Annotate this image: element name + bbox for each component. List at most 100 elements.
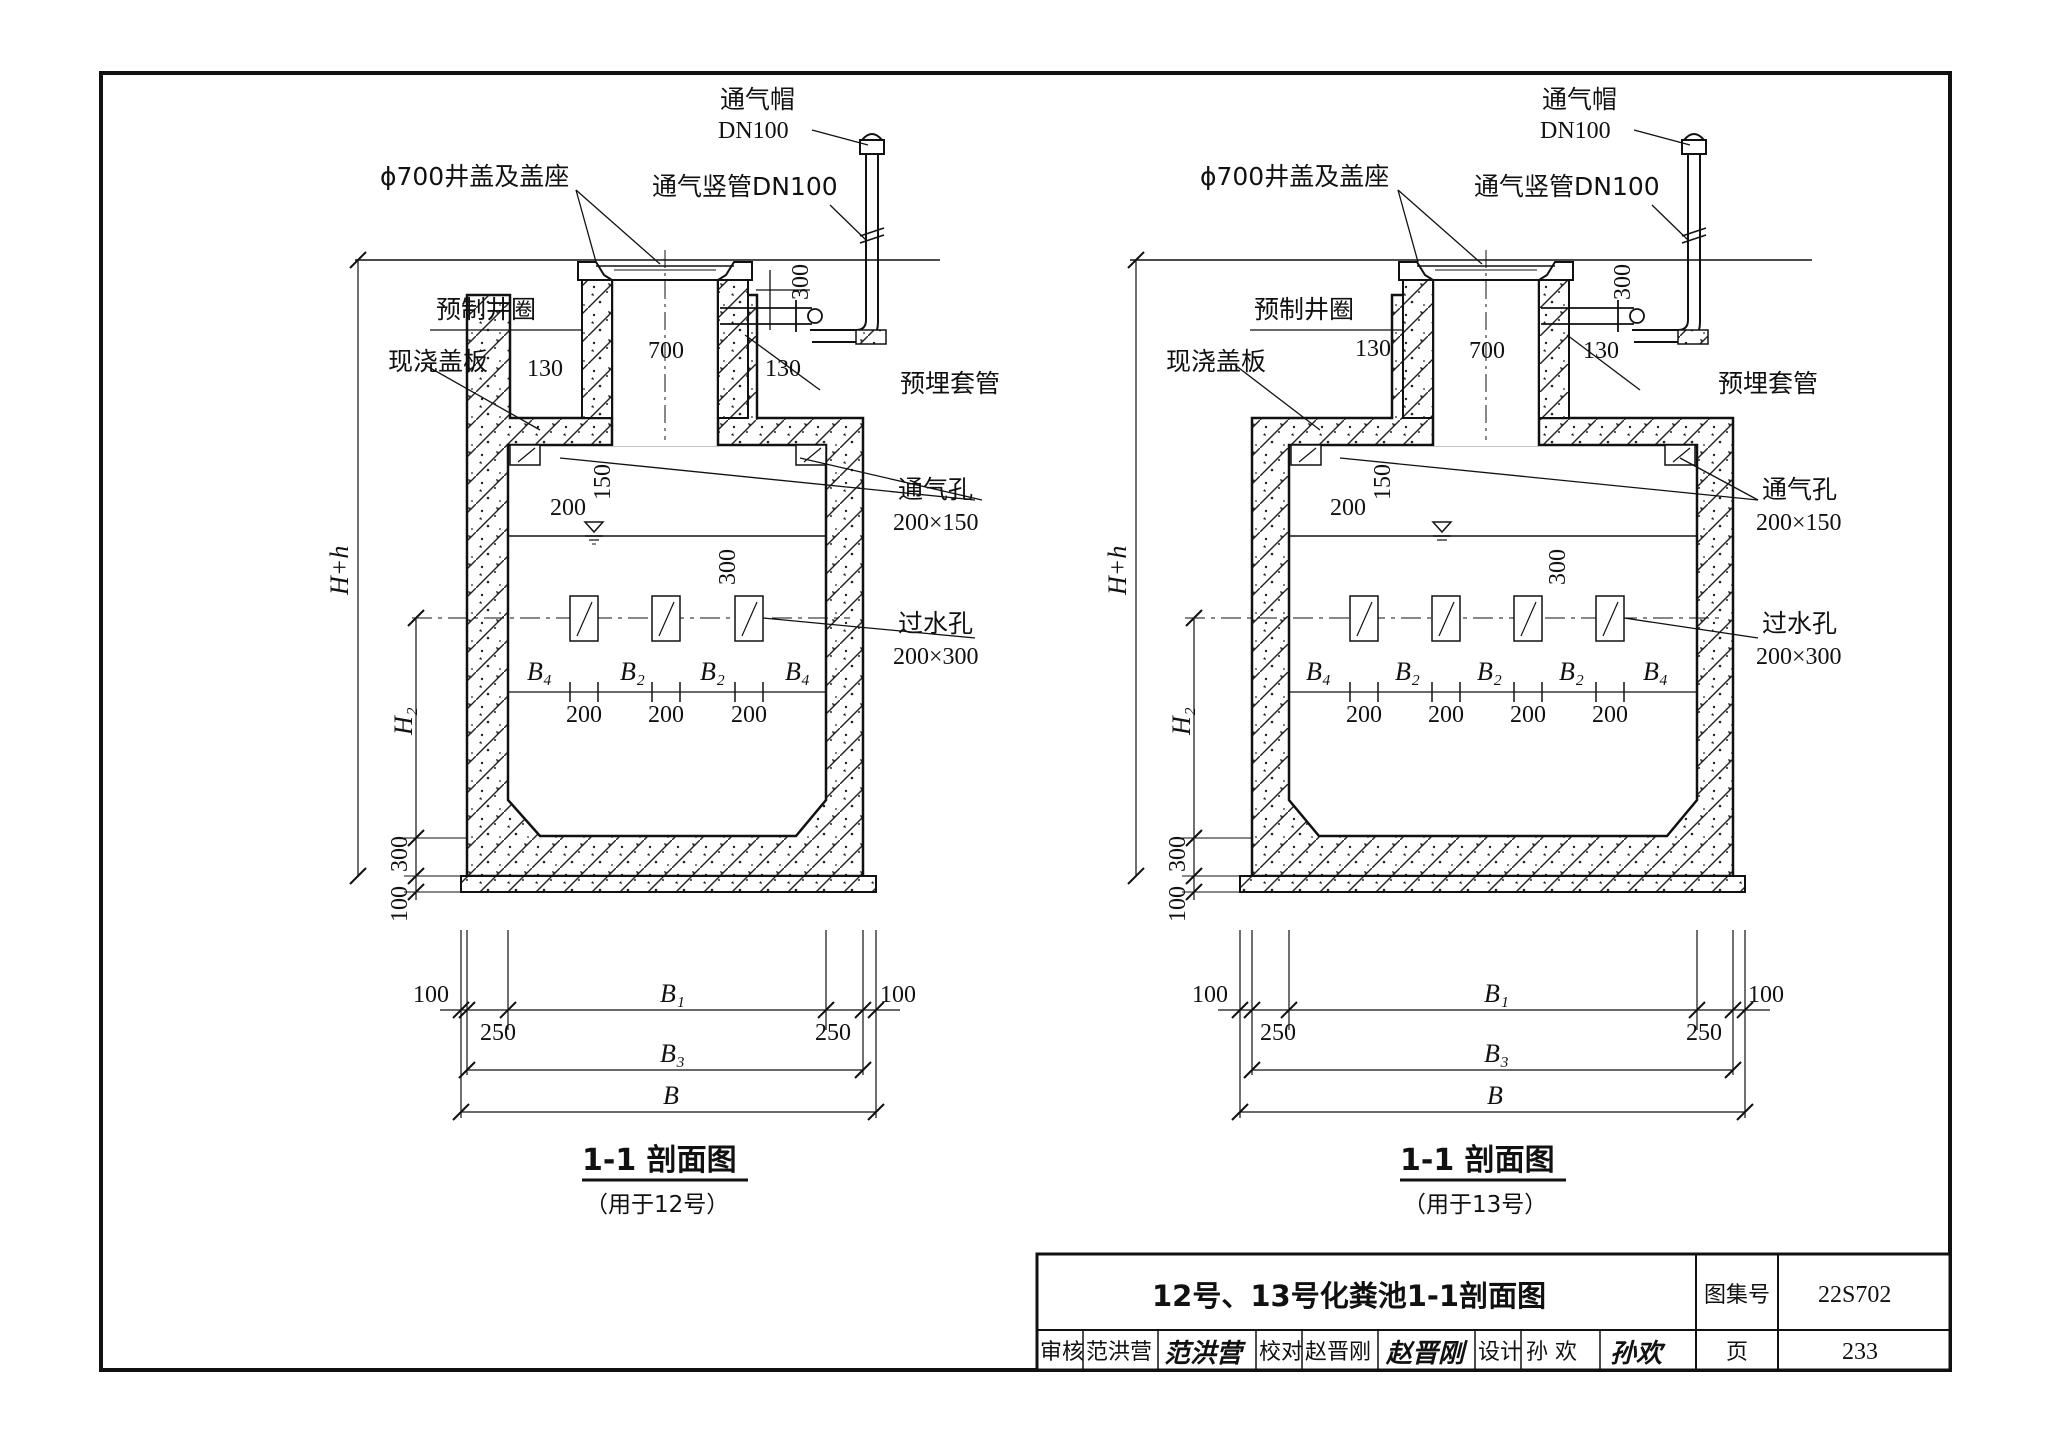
- dim-100-left: 100: [413, 982, 449, 1008]
- sleeve-label: 预埋套管: [1718, 369, 1818, 398]
- dim-b4-right: B₄: [785, 657, 810, 686]
- dim-h-total: H+h: [1103, 546, 1132, 596]
- dim-B3: B₃: [1484, 1039, 1509, 1068]
- dim-w1: 200: [566, 702, 602, 728]
- designer-signature: 孙欢: [1610, 1339, 1666, 1369]
- precast-ring-left: [1402, 279, 1434, 419]
- dim-150: 150: [590, 464, 616, 500]
- vent-hole-size: 200×150: [893, 510, 979, 536]
- dim-100-left: 100: [1192, 982, 1228, 1008]
- dim-h2: H₂: [389, 707, 418, 736]
- dim-250-right: 250: [1686, 1020, 1722, 1046]
- dim-B1: B₁: [660, 979, 685, 1008]
- vent-cap-dn: DN100: [718, 118, 789, 144]
- ring-label: 预制井圈: [436, 295, 536, 324]
- vent-cap-label: 通气帽: [1542, 85, 1617, 114]
- dim-b4-left: B₄: [527, 657, 552, 686]
- manhole-cover: [577, 261, 753, 281]
- dim-w3: 200: [731, 702, 767, 728]
- dim-300-top: 300: [1610, 264, 1636, 300]
- dim-w1: 200: [1346, 702, 1382, 728]
- slab-label: 现浇盖板: [1166, 347, 1266, 376]
- checker-label: 校对: [1259, 1340, 1303, 1365]
- atlas-label: 图集号: [1704, 1283, 1770, 1308]
- dim-B: B: [663, 1081, 679, 1110]
- dim-300-hole: 300: [715, 549, 741, 585]
- dim-700: 700: [648, 338, 684, 364]
- dim-700: 700: [1469, 338, 1505, 364]
- dim-300-bottom: 300: [387, 836, 413, 872]
- title-block: 12号、13号化粪池1-1剖面图 图集号 22S702 审核 范洪营 范洪营 校…: [1035, 1252, 1952, 1372]
- dim-b2-3: B₂: [1559, 657, 1584, 686]
- dim-B: B: [1487, 1081, 1503, 1110]
- dim-w2: 200: [648, 702, 684, 728]
- vent-pipe: [1632, 133, 1707, 343]
- sleeve-label: 预埋套管: [900, 369, 1000, 398]
- dim-200-vent: 200: [1330, 495, 1366, 521]
- dim-w3: 200: [1510, 702, 1546, 728]
- dim-130-right: 130: [1583, 338, 1619, 364]
- page-number: 233: [1842, 1339, 1878, 1365]
- base-slab: [1239, 875, 1746, 893]
- checker-signature: 赵晋刚: [1385, 1339, 1468, 1369]
- water-holes: [569, 595, 764, 642]
- dim-130-left: 130: [1355, 336, 1391, 362]
- dim-250-left: 250: [1260, 1020, 1296, 1046]
- vent-hole-left: [1290, 444, 1322, 466]
- vent-hole-size: 200×150: [1756, 510, 1842, 536]
- dim-b2-1: B₂: [1395, 657, 1420, 686]
- vent-pipe-label: 通气竖管DN100: [1474, 172, 1660, 201]
- vent-cap-label: 通气帽: [720, 85, 795, 114]
- water-hole-size: 200×300: [893, 644, 979, 670]
- dim-300-top: 300: [788, 264, 814, 300]
- page-label: 页: [1726, 1340, 1748, 1365]
- dim-130-left: 130: [527, 356, 563, 382]
- section-title: 1-1 剖面图: [582, 1143, 737, 1178]
- precast-ring-right: [717, 279, 749, 419]
- base-slab: [460, 875, 877, 893]
- dim-200-vent: 200: [550, 495, 586, 521]
- manhole-cover: [1398, 261, 1574, 281]
- dim-b2-2: B₂: [1477, 657, 1502, 686]
- vent-hole-left: [509, 444, 541, 466]
- dim-300-bottom: 300: [1165, 836, 1191, 872]
- dim-100-bottom: 100: [387, 886, 413, 922]
- cover-label: ϕ700井盖及盖座: [1200, 162, 1389, 191]
- dim-b2-1: B₂: [620, 657, 645, 686]
- vent-pipe-label: 通气竖管DN100: [652, 172, 838, 201]
- section-12: 通气帽 DN100 ϕ700井盖及盖座 通气竖管DN100 预制井圈 现浇盖板 …: [325, 85, 1000, 1218]
- sheet-border: [99, 71, 1952, 1372]
- dim-100-right: 100: [1748, 982, 1784, 1008]
- water-hole-label: 过水孔: [1762, 609, 1837, 638]
- water-hole-label: 过水孔: [898, 609, 973, 638]
- dim-250-left: 250: [480, 1020, 516, 1046]
- vent-cap-dn: DN100: [1540, 118, 1611, 144]
- reviewer-signature: 范洪营: [1164, 1339, 1246, 1369]
- vent-hole-label: 通气孔: [898, 475, 973, 504]
- dim-300-hole: 300: [1545, 549, 1571, 585]
- reviewer-label: 审核: [1040, 1340, 1084, 1365]
- section-subtitle: （用于13号）: [1403, 1192, 1547, 1218]
- dim-b4-right: B₄: [1643, 657, 1668, 686]
- precast-ring-left: [581, 279, 613, 419]
- slab-label: 现浇盖板: [388, 347, 488, 376]
- designer-label: 设计: [1478, 1340, 1522, 1365]
- vent-hole-right: [795, 444, 827, 466]
- dim-w2: 200: [1428, 702, 1464, 728]
- designer-name: 孙 欢: [1526, 1340, 1577, 1365]
- dim-100-right: 100: [880, 982, 916, 1008]
- ring-label: 预制井圈: [1254, 295, 1354, 324]
- vent-pipe: [810, 133, 885, 343]
- dim-h-total: H+h: [325, 546, 354, 596]
- dim-w4: 200: [1592, 702, 1628, 728]
- drawing-title: 12号、13号化粪池1-1剖面图: [1152, 1279, 1546, 1313]
- dim-B1: B₁: [1484, 979, 1509, 1008]
- dim-B3: B₃: [660, 1039, 685, 1068]
- atlas-number: 22S702: [1818, 1282, 1891, 1308]
- checker-name: 赵晋刚: [1305, 1340, 1371, 1365]
- cover-label: ϕ700井盖及盖座: [380, 162, 569, 191]
- dim-b4-left: B₄: [1306, 657, 1331, 686]
- section-subtitle: （用于12号）: [585, 1192, 729, 1218]
- dim-100-bottom: 100: [1165, 886, 1191, 922]
